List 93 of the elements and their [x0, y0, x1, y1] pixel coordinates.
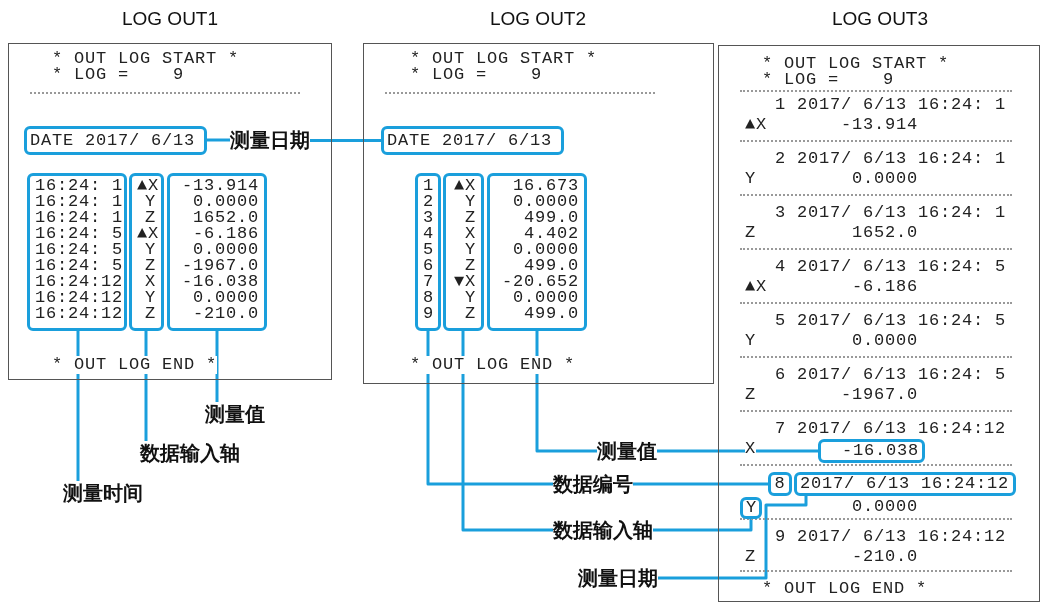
printout-text: 16.673 — [512, 178, 579, 194]
printout-text: -1967.0 — [181, 258, 259, 274]
highlight-frame — [24, 126, 207, 155]
leader-line — [657, 449, 818, 453]
printout-text: Y — [746, 500, 756, 516]
highlight-frame — [27, 173, 127, 331]
printout-text: Z — [464, 258, 476, 274]
printout-text: Y — [464, 290, 476, 306]
leader-line — [310, 139, 381, 142]
printout-text: Y — [464, 194, 476, 210]
leader-line — [461, 331, 553, 532]
printout-text: 0.0000 — [192, 290, 259, 306]
printout-text: 2017/ 6/13 16:24:12 — [800, 475, 1010, 493]
leader-line — [215, 331, 219, 402]
printout-text: 4 — [423, 226, 433, 242]
printout-text: ▲X — [137, 226, 156, 242]
leader-line — [207, 138, 230, 142]
printout-text: -13.914 — [181, 178, 259, 194]
highlight-frame — [794, 472, 1016, 496]
highlight-frame — [443, 173, 484, 331]
leader-line — [426, 331, 553, 486]
printout-text: 3 — [423, 210, 433, 226]
leader-line — [633, 482, 768, 486]
leader-line — [658, 496, 808, 580]
printout-text: ▲X — [137, 178, 156, 194]
printout-text: 7 — [423, 274, 433, 290]
printout-text: 5 — [423, 242, 433, 258]
printout-text: 16:24:12 — [35, 306, 119, 322]
printout-text: DATE 2017/ 6/13 — [30, 130, 197, 152]
printout-text: -16.038 — [181, 274, 259, 290]
printout-text: -16.038 — [841, 442, 919, 460]
printout-text: 1 — [423, 178, 433, 194]
highlight-frame — [740, 497, 762, 519]
panel-title: LOG OUT3 — [831, 8, 929, 30]
printout-text: Y — [464, 242, 476, 258]
printout-text: -20.652 — [501, 274, 579, 290]
printout-text: 16:24:12 — [35, 290, 119, 306]
printout-text: Z — [464, 210, 476, 226]
callout-label: 测量时间 — [63, 481, 143, 505]
printout-text: ▲X — [453, 178, 476, 194]
printout-text: Y — [144, 194, 156, 210]
printout-text: ▼X — [453, 274, 476, 290]
printout-text: 8 — [774, 475, 786, 493]
printout-text: 8 — [423, 290, 433, 306]
callout-label: 数据编号 — [553, 472, 633, 496]
printout-text: Z — [144, 306, 156, 322]
highlight-frame — [129, 173, 164, 331]
printout-text: 0.0000 — [512, 290, 579, 306]
highlight-frame — [167, 173, 267, 331]
printout-text: 4.402 — [523, 226, 579, 242]
printout-text: Y — [144, 242, 156, 258]
callout-label: 测量值 — [205, 402, 265, 426]
leader-line — [653, 519, 753, 532]
printout-text: * OUT LOG END * — [410, 356, 576, 374]
printout-text: * OUT LOG END * — [52, 356, 218, 374]
printout-text: 499.0 — [523, 210, 579, 226]
callout-label: 数据输入轴 — [140, 441, 240, 465]
printout-text: Z — [144, 210, 156, 226]
callout-label: 测量日期 — [578, 566, 658, 590]
printout-text: X — [464, 226, 476, 242]
printout-text: 16:24: 5 — [35, 242, 119, 258]
printout-text: 16:24:12 — [35, 274, 119, 290]
leader-line — [535, 331, 597, 453]
callout-label: 测量值 — [597, 439, 657, 463]
printout-text: DATE 2017/ 6/13 — [387, 130, 554, 152]
panel-title: LOG OUT2 — [489, 8, 587, 30]
printout-text: 1652.0 — [192, 210, 259, 226]
callout-label: 数据输入轴 — [553, 518, 653, 542]
printout-text: 0.0000 — [512, 194, 579, 210]
highlight-frame — [415, 173, 441, 331]
printout-text: 6 — [423, 258, 433, 274]
printout-text: 0.0000 — [192, 194, 259, 210]
highlight-frame — [818, 439, 925, 463]
printout-text: Z — [144, 258, 156, 274]
printout-text: 9 — [423, 306, 433, 322]
highlight-frame — [487, 173, 587, 331]
printout-text: 0.0000 — [512, 242, 579, 258]
printout-text: Z — [464, 306, 476, 322]
printout-text: 0.0000 — [192, 242, 259, 258]
printout-text: 499.0 — [523, 306, 579, 322]
panel-title: LOG OUT1 — [121, 8, 219, 30]
leader-line — [76, 331, 80, 481]
highlight-frame — [768, 472, 792, 496]
printout-text: 2 — [423, 194, 433, 210]
printout-text: 16:24: 5 — [35, 258, 119, 274]
callout-label: 测量日期 — [230, 128, 310, 152]
printout-text: -210.0 — [192, 306, 259, 322]
highlight-frame — [381, 126, 564, 155]
printout-text: X — [144, 274, 156, 290]
printout-text: -6.186 — [192, 226, 259, 242]
printout-text: Y — [144, 290, 156, 306]
printout-text: 16:24: 5 — [35, 226, 119, 242]
printout-text: 499.0 — [523, 258, 579, 274]
